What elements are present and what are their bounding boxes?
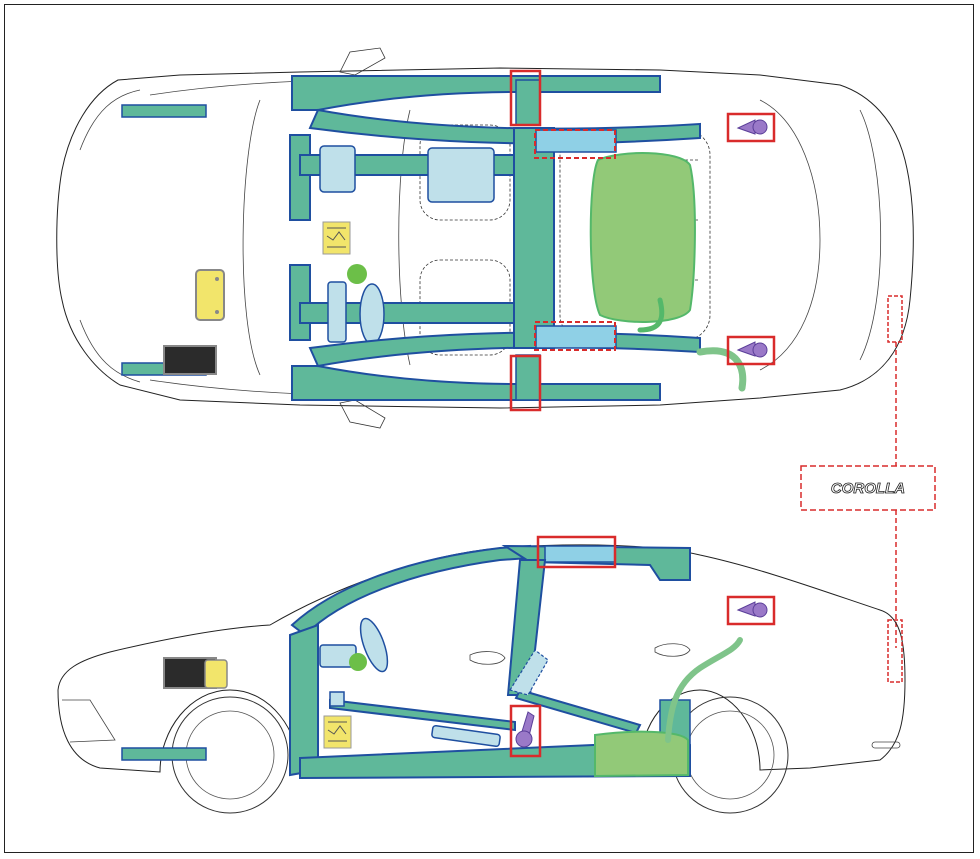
anchor-icon <box>509 704 542 758</box>
callout-side-rear-badge <box>887 619 903 683</box>
top-side-rail-upper <box>291 75 661 111</box>
spring-damper-icon <box>323 715 352 749</box>
side-a-pillar <box>290 544 531 637</box>
anchor-icon <box>726 595 776 626</box>
anchor-icon <box>726 335 776 366</box>
side-view <box>57 535 906 814</box>
callout-side-roof-rail <box>536 535 617 569</box>
rear-foam-block <box>589 152 696 323</box>
battery-icon <box>195 269 225 321</box>
callout-a-pillar-top <box>509 69 542 127</box>
top-view <box>56 47 914 429</box>
corolla-badge: COROLLA <box>831 480 905 497</box>
callout-roof-rail-bottom <box>534 321 616 351</box>
spring-damper-icon <box>322 221 351 255</box>
diagram-frame <box>4 4 974 853</box>
front-cross-member <box>289 134 311 341</box>
top-view-body-outline <box>56 67 914 409</box>
callout-rear-badge <box>887 295 903 343</box>
callout-badge-box <box>800 465 936 511</box>
anchor-icon <box>726 112 776 143</box>
side-view-body-outline <box>57 544 906 776</box>
top-side-rail-lower <box>291 365 661 401</box>
sensor-dot <box>347 264 367 284</box>
callout-roof-rail-top <box>534 129 616 159</box>
ecu-module <box>163 345 217 375</box>
side-front-pillar <box>289 623 319 777</box>
callout-a-pillar-bottom <box>509 354 542 412</box>
center-cross-member <box>513 127 555 349</box>
